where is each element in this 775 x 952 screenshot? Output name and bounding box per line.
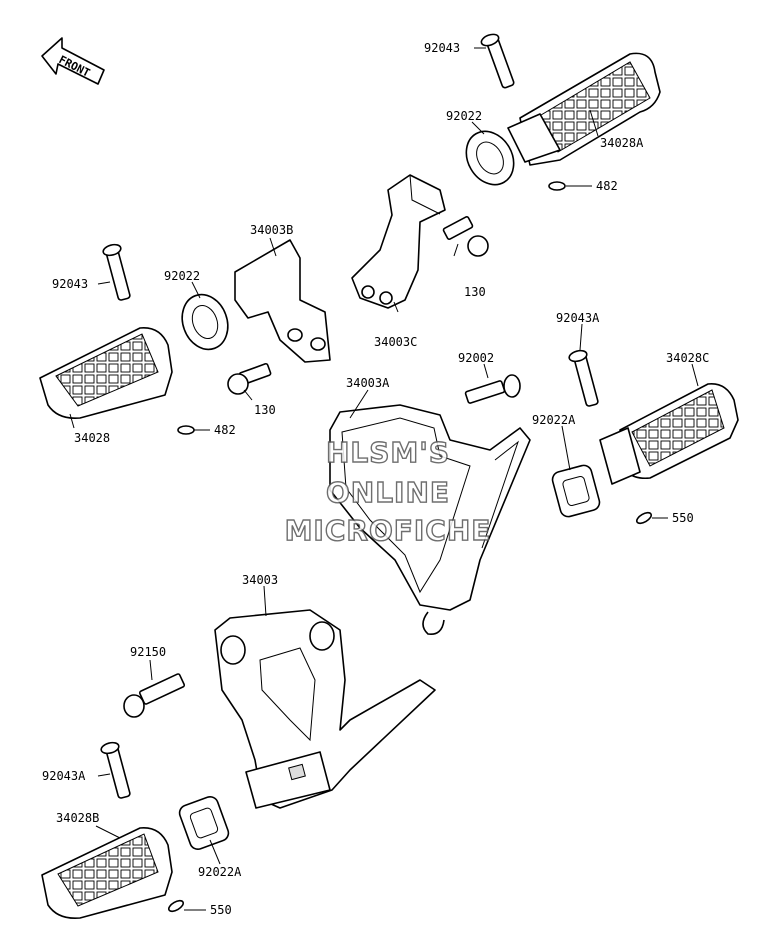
label-34028A: 34028A <box>600 136 644 150</box>
label-92043A-right: 92043A <box>556 311 600 325</box>
cotter-pin-550-right <box>635 511 653 525</box>
label-482-left: 482 <box>214 423 236 437</box>
label-34003B: 34003B <box>250 223 293 237</box>
label-92150: 92150 <box>130 645 166 659</box>
watermark-line-1: HLSM'S <box>326 436 450 469</box>
footpeg-34028C <box>599 383 739 485</box>
label-92022-left: 92022 <box>164 269 200 283</box>
bracket-34003B <box>234 239 331 363</box>
watermark-line-3: MICROFICHE <box>285 514 492 547</box>
label-92022A-left: 92022A <box>198 865 242 879</box>
label-34028C: 34028C <box>666 351 709 365</box>
label-34003: 34003 <box>242 573 278 587</box>
pin-92043A-right <box>568 349 599 407</box>
footpeg-34028B <box>41 827 173 920</box>
label-130-left: 130 <box>254 403 276 417</box>
label-92043-top: 92043 <box>424 41 460 55</box>
footpeg-34028A <box>507 52 661 166</box>
cotter-pin-550-left <box>167 899 185 913</box>
pin-92043-top <box>480 33 515 89</box>
cotter-pin-482-left <box>177 425 195 435</box>
washer-92022-top <box>465 130 515 186</box>
label-34028B: 34028B <box>56 811 99 825</box>
bracket-34003 <box>214 609 436 809</box>
bolt-130-left <box>227 362 272 395</box>
label-130-right: 130 <box>464 285 486 299</box>
label-92043-left: 92043 <box>52 277 88 291</box>
label-92022-top: 92022 <box>446 109 482 123</box>
label-34028: 34028 <box>74 431 110 445</box>
label-550-right: 550 <box>672 511 694 525</box>
label-92043A-left: 92043A <box>42 769 86 783</box>
front-arrow-icon: FRONT <box>41 37 105 85</box>
label-92002: 92002 <box>458 351 494 365</box>
washer-92022A-right <box>551 464 601 518</box>
watermark-line-2: ONLINE <box>326 476 450 509</box>
cotter-pin-482-top <box>548 181 566 191</box>
label-34003A: 34003A <box>346 376 390 390</box>
pin-92043A-left <box>100 741 131 799</box>
label-550-left: 550 <box>210 903 232 917</box>
washer-92022A-left <box>178 796 230 850</box>
leader-lines <box>69 47 699 911</box>
washer-92022-left <box>181 293 229 351</box>
label-34003C: 34003C <box>374 335 417 349</box>
bolt-130-right <box>442 216 489 257</box>
bolt-92150 <box>123 673 186 718</box>
pin-92043-left <box>102 243 131 301</box>
bracket-34003C <box>351 174 446 309</box>
bracket-34003A <box>329 404 531 636</box>
bolt-92002 <box>464 374 521 404</box>
label-92022A-right: 92022A <box>532 413 576 427</box>
label-482-top: 482 <box>596 179 618 193</box>
watermark: HLSM'S ONLINE MICROFICHE <box>284 435 492 547</box>
footpeg-34028 <box>39 327 173 420</box>
